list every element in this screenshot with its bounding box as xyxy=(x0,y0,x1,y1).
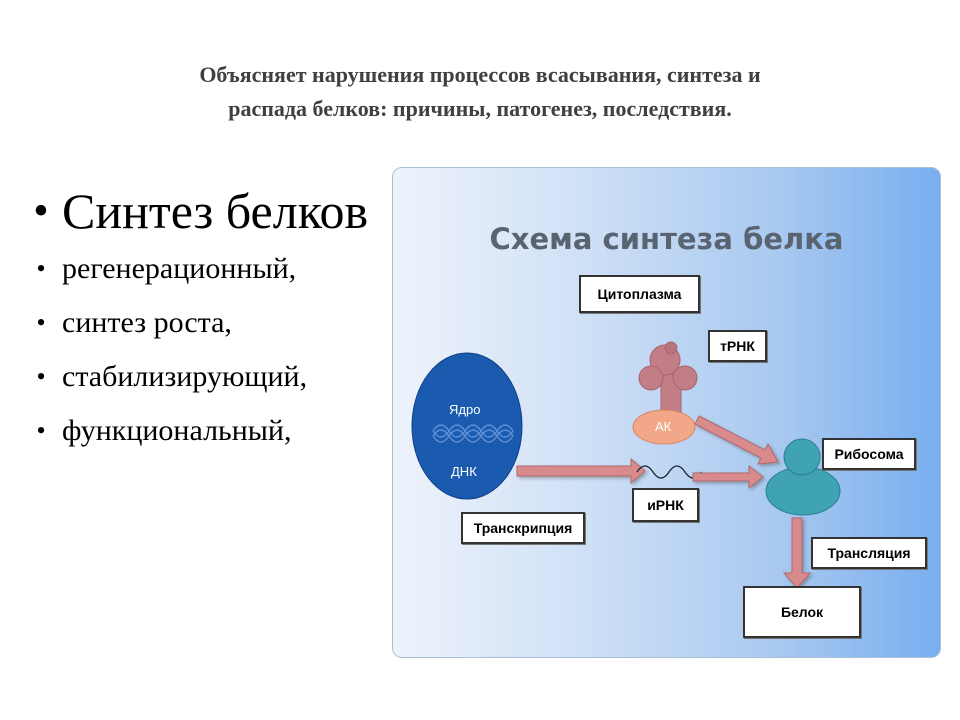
nucleus-label: Ядро xyxy=(449,402,481,417)
amino-acid-shape xyxy=(632,409,696,445)
bullet-main-text: Синтез белков xyxy=(62,183,369,239)
mrna-arrow xyxy=(692,464,764,490)
ribosome-icon xyxy=(765,438,841,516)
trna-icon xyxy=(638,341,698,421)
protein-synthesis-diagram: Схема синтеза белка Цитоплазма тРНК Рибо… xyxy=(392,167,941,658)
translation-label: Трансляция xyxy=(811,537,927,569)
diagram-title: Схема синтеза белка xyxy=(489,222,844,256)
slide-title-line-1: Объясняет нарушения процессов всасывания… xyxy=(199,62,761,87)
nucleus-shape xyxy=(411,352,523,500)
mrna-wave-icon xyxy=(636,465,702,479)
transcription-arrow xyxy=(516,457,646,485)
bullet-marker: • xyxy=(36,416,46,445)
diagram-graphics xyxy=(411,341,841,589)
amino-acid-label: АК xyxy=(655,419,672,434)
slide-title: Объясняет нарушения процессов всасывания… xyxy=(40,58,920,126)
bullet-main: • Синтез белков xyxy=(20,180,400,242)
dna-helix-icon xyxy=(432,424,514,443)
bullet-marker: • xyxy=(33,186,49,235)
trna-label: тРНК xyxy=(708,330,767,362)
bullet-list: • Синтез белков • регенерационный, • син… xyxy=(20,180,400,458)
bullet-item: • стабилизирующий, xyxy=(20,350,400,404)
bullet-marker: • xyxy=(36,308,46,337)
bullet-item: • функциональный, xyxy=(20,404,400,458)
cytoplasm-label: Цитоплазма xyxy=(579,275,700,313)
bullet-item-text: синтез роста, xyxy=(62,306,232,339)
bullet-marker: • xyxy=(36,362,46,391)
bullet-item-text: функциональный, xyxy=(62,414,292,447)
protein-label: Белок xyxy=(743,586,861,638)
bullet-marker: • xyxy=(36,254,46,283)
ribosome-label: Рибосома xyxy=(822,438,916,470)
transcription-label: Транскрипция xyxy=(461,512,585,544)
bullet-item-text: стабилизирующий, xyxy=(62,360,308,393)
bullet-item-text: регенерационный, xyxy=(62,252,297,285)
amino-acid-arrow xyxy=(694,415,779,465)
translation-arrow xyxy=(782,517,812,589)
mrna-label: иРНК xyxy=(632,488,699,522)
bullet-item: • регенерационный, xyxy=(20,242,400,296)
dna-label: ДНК xyxy=(451,464,477,479)
slide-title-line-2: распада белков: причины, патогенез, посл… xyxy=(228,96,732,121)
bullet-item: • синтез роста, xyxy=(20,296,400,350)
